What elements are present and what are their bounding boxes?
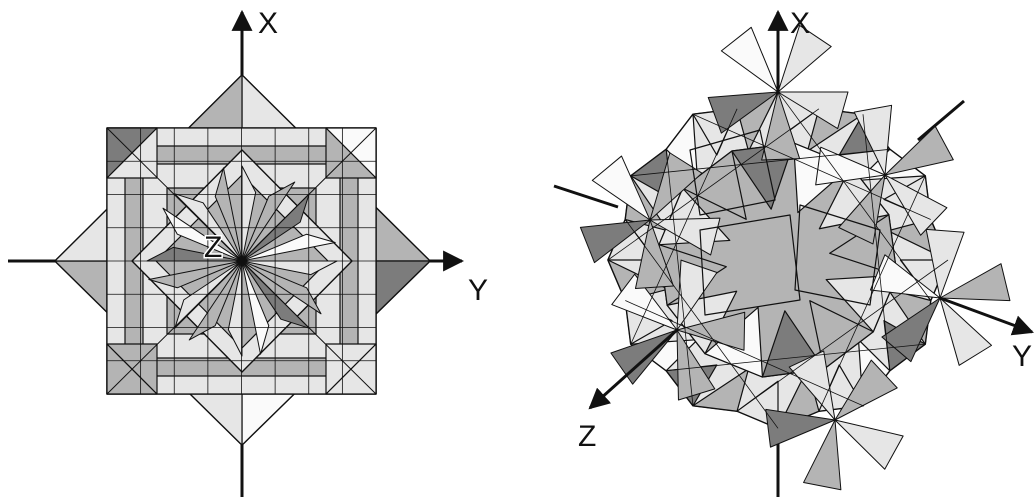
left-fan-triangle bbox=[214, 167, 243, 262]
right-hub-facet bbox=[884, 125, 954, 176]
right-hub-facet bbox=[869, 254, 941, 299]
right-hub-facet bbox=[591, 155, 651, 221]
right-hub-facet bbox=[939, 297, 993, 366]
left-diagonal bbox=[106, 127, 377, 395]
right-hub-facet bbox=[925, 228, 965, 299]
right-y-axis bbox=[939, 296, 1034, 336]
right-chord-line bbox=[665, 149, 694, 406]
right-chord-line bbox=[607, 108, 820, 261]
right-hub-facet bbox=[803, 419, 842, 491]
right-figure: X Y Z bbox=[553, 7, 1034, 497]
left-fan-triangle bbox=[241, 260, 270, 355]
right-chord-line bbox=[736, 259, 949, 412]
right-inner-facet bbox=[682, 150, 747, 220]
right-chord-line bbox=[625, 300, 864, 407]
right-hub-facet bbox=[884, 174, 948, 236]
right-chord-line bbox=[624, 219, 779, 429]
right-chord-line bbox=[630, 148, 890, 177]
right-hub-facet bbox=[720, 26, 779, 93]
right-hub-facet bbox=[676, 259, 718, 331]
right-chord-line bbox=[692, 113, 931, 220]
left-z-axis-label: Z bbox=[204, 231, 222, 264]
left-figure: X Y Z bbox=[8, 7, 488, 497]
right-hub-facet bbox=[765, 408, 836, 448]
left-y-axis-label: Y bbox=[468, 274, 488, 307]
right-hub-facet bbox=[649, 217, 721, 256]
left-polyhedron bbox=[54, 74, 431, 446]
right-x-axis-label: X bbox=[790, 7, 810, 40]
right-hub-facet bbox=[676, 329, 716, 401]
right-slant-axis-front-end bbox=[917, 99, 965, 142]
left-fan-triangle bbox=[188, 260, 243, 341]
left-fan-triangle bbox=[162, 207, 243, 262]
right-hub-facet bbox=[939, 263, 1011, 302]
left-fan-triangle bbox=[241, 260, 322, 315]
right-hub-facet bbox=[815, 146, 886, 186]
right-chord-line bbox=[862, 114, 891, 371]
right-hub-facet bbox=[777, 24, 832, 93]
left-fan-triangle bbox=[148, 260, 243, 289]
right-hub-facet bbox=[777, 91, 849, 130]
left-x-axis-label: X bbox=[258, 7, 278, 40]
left-fan-triangle bbox=[227, 260, 243, 357]
right-panel-outline bbox=[794, 204, 881, 306]
left-fan-triangle bbox=[241, 233, 336, 262]
right-z-axis bbox=[588, 328, 679, 410]
right-panel-outline bbox=[689, 129, 776, 216]
right-chord-line bbox=[666, 343, 926, 372]
right-hub-facet bbox=[788, 350, 836, 421]
right-chord-line bbox=[777, 91, 932, 301]
right-hub-facet bbox=[707, 91, 779, 134]
right-z-axis-label: Z bbox=[578, 420, 596, 453]
right-hub-facet bbox=[834, 359, 898, 421]
left-fan-triangle bbox=[241, 165, 257, 262]
right-hub-facet bbox=[579, 219, 651, 264]
right-polyhedron bbox=[579, 24, 1011, 491]
right-outer-facet bbox=[692, 368, 750, 412]
left-fan-triangle bbox=[241, 181, 296, 262]
right-hub-facet bbox=[834, 419, 904, 470]
right-hub-facet bbox=[881, 297, 941, 363]
right-hub-facet bbox=[676, 311, 746, 351]
right-chord-line bbox=[630, 108, 738, 345]
right-panel-outline bbox=[699, 214, 801, 316]
right-hub-facet bbox=[838, 174, 886, 245]
right-inner-facet bbox=[809, 300, 874, 370]
right-slant-axis-back bbox=[553, 184, 619, 209]
right-y-axis-label: Y bbox=[1012, 340, 1032, 373]
